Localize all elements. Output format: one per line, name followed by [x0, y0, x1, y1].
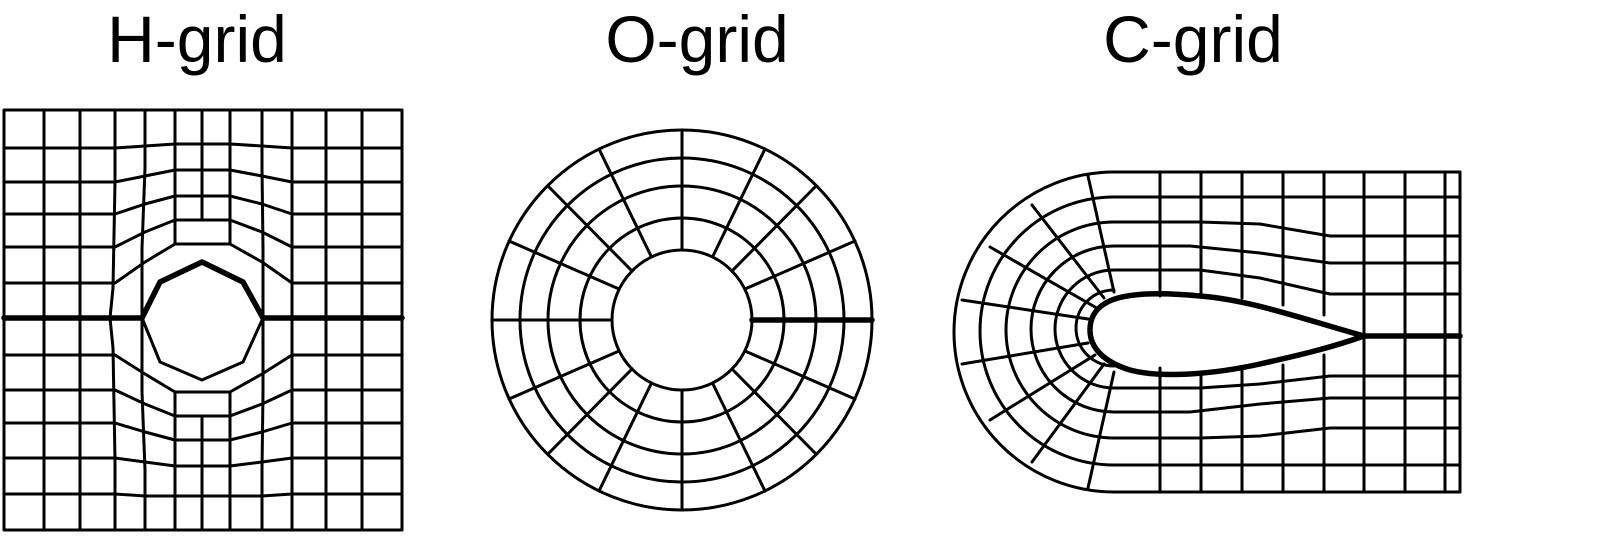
c-grid-title: C-grid — [1103, 2, 1283, 76]
o-grid-mesh — [490, 128, 875, 512]
o-grid-title: O-grid — [605, 2, 788, 76]
h-grid-lines — [2, 108, 404, 532]
h-grid-title: H-grid — [107, 2, 287, 76]
c-grid-arc-spokes — [960, 174, 1116, 490]
h-grid-mesh — [1, 108, 405, 532]
c-grid-horizontal-lines — [1112, 195, 1462, 467]
c-grid-mesh — [952, 170, 1463, 494]
h-grid-body-and-cut — [1, 259, 405, 321]
c-grid-airfoil — [1087, 290, 1463, 378]
c-grid-arcs — [978, 195, 1116, 467]
c-grid-boundary — [952, 170, 1462, 494]
c-grid-vertical-lines — [1158, 170, 1447, 494]
o-grid-spokes — [490, 128, 857, 512]
